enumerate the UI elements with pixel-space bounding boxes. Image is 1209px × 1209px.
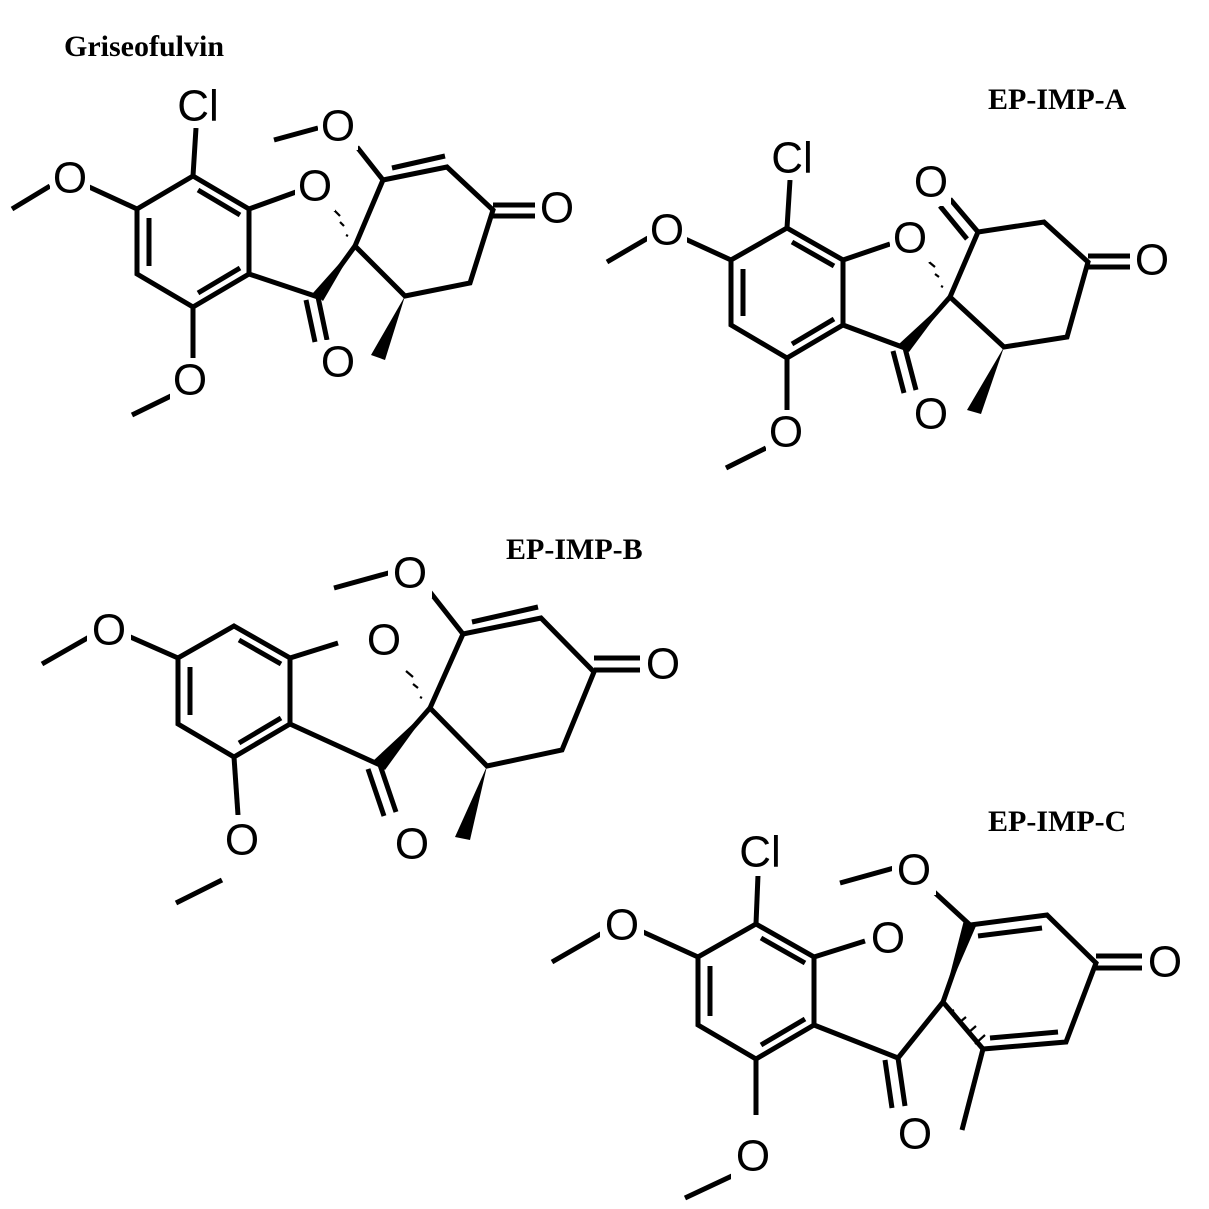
bonds [40, 569, 640, 906]
oxygen-label: O [769, 408, 803, 457]
structure-title: EP-IMP-B [506, 533, 643, 566]
oxygen-label: O [225, 816, 259, 865]
oxygen-label: O [321, 102, 355, 151]
oxygen-label: O [646, 640, 680, 689]
oxygen-label: O [893, 214, 927, 263]
oxygen-label: O [393, 549, 427, 598]
oxygen-label: O [1148, 938, 1182, 987]
atom-labels: Cl O O O O O O [647, 134, 1172, 457]
oxygen-label: O [173, 356, 207, 405]
structure-griseofulvin: Griseofulvin [10, 30, 577, 418]
oxygen-label: O [53, 154, 87, 203]
atom-labels: O O O O O O [87, 548, 686, 870]
oxygen-label: O [736, 1132, 770, 1181]
atom-labels: Cl O O O O O O [50, 82, 577, 405]
oxygen-label: O [897, 846, 931, 895]
oxygen-label: O [367, 616, 401, 665]
oxygen-label: O [321, 338, 355, 387]
structure-title: EP-IMP-A [988, 83, 1127, 116]
bonds [605, 179, 1130, 471]
structure-ep-imp-b: EP-IMP-B [40, 533, 686, 906]
chlorine-label: Cl [739, 828, 781, 877]
structure-title: EP-IMP-C [988, 805, 1126, 838]
oxygen-label: O [650, 206, 684, 255]
oxygen-label: O [914, 390, 948, 439]
oxygen-label: O [871, 914, 905, 963]
atom-labels: Cl O O O O O O [600, 828, 1188, 1181]
oxygen-label: O [898, 1110, 932, 1159]
oxygen-label: O [92, 606, 126, 655]
bonds [10, 125, 535, 418]
structure-ep-imp-c: EP-IMP-C [550, 805, 1188, 1201]
bonds [550, 865, 1142, 1201]
oxygen-label: O [395, 820, 429, 869]
chlorine-label: Cl [771, 134, 813, 183]
chlorine-label: Cl [177, 82, 219, 131]
oxygen-label: O [298, 162, 332, 211]
oxygen-label: O [914, 158, 948, 207]
structure-ep-imp-a: EP-IMP-A [605, 83, 1172, 471]
structure-title: Griseofulvin [64, 30, 224, 63]
oxygen-label: O [540, 184, 574, 233]
oxygen-label: O [1135, 236, 1169, 285]
oxygen-label: O [605, 901, 639, 950]
